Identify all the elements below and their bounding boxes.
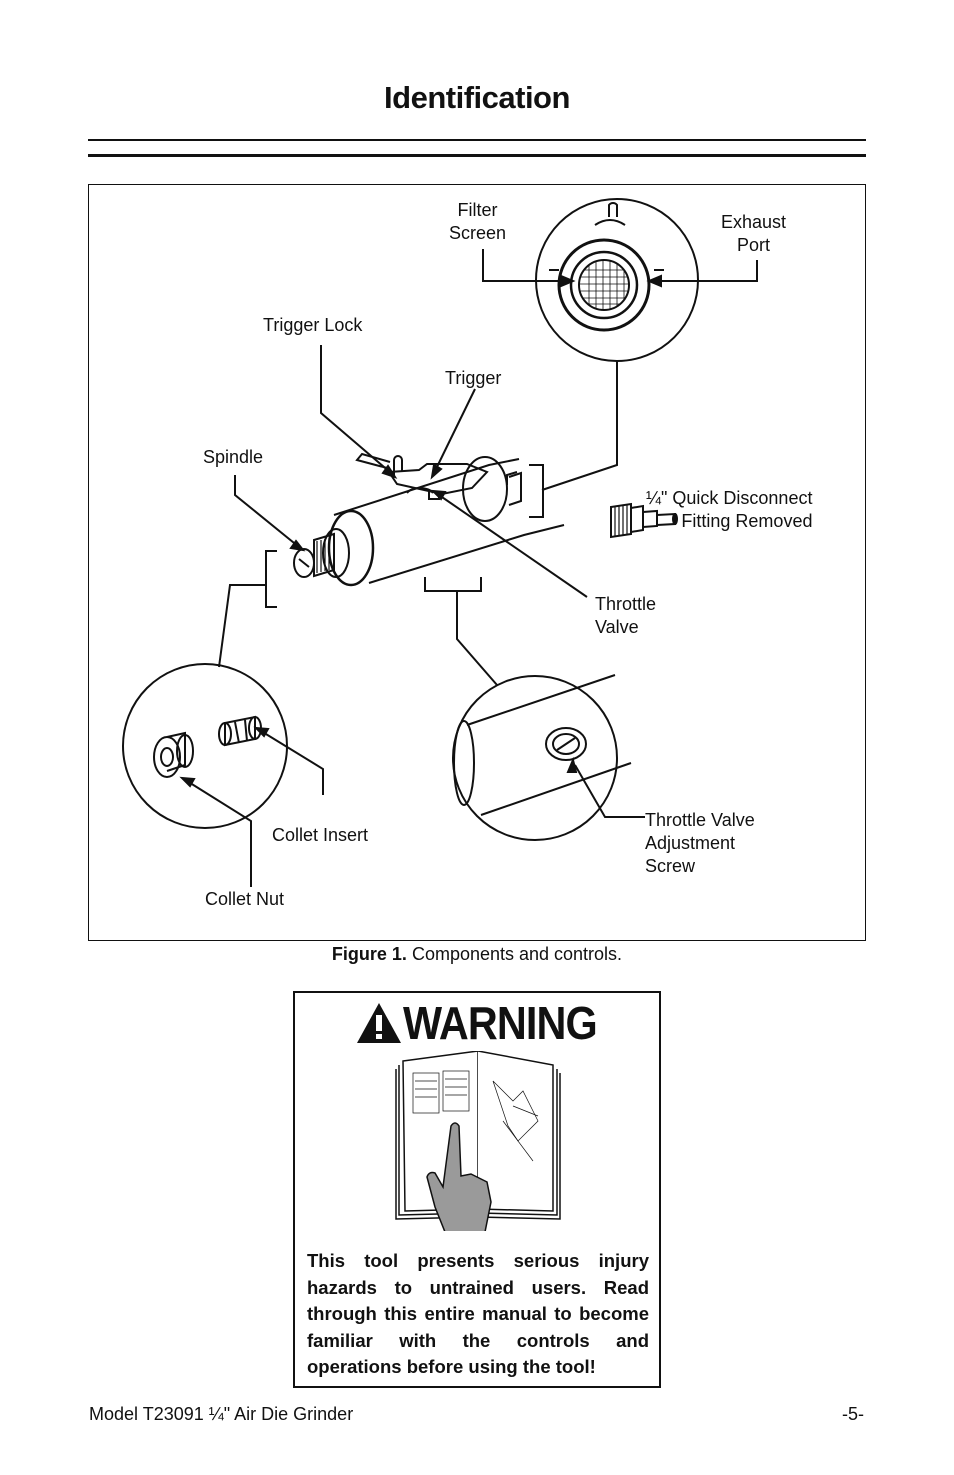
exhaust-port-leader <box>657 260 758 282</box>
title-rule-bottom <box>88 154 866 157</box>
exclamation-triangle-icon <box>357 1003 401 1043</box>
warning-box: WARNING This tool presents serious injur… <box>293 991 661 1388</box>
quick-disconnect-fitting <box>610 502 678 539</box>
manual-reading-hand-icon <box>395 1051 561 1231</box>
page-title: Identification <box>384 80 570 115</box>
throttle-adjust-leader <box>574 764 645 818</box>
filter-screen-leader <box>482 249 573 282</box>
collet-nut-leader <box>186 780 252 887</box>
label-throttle-valve: Throttle Valve <box>595 594 657 637</box>
caption-label: Figure 1. <box>331 944 407 964</box>
label-throttle-adjust: Throttle Valve Adjustment Screw <box>645 810 755 876</box>
label-spindle: Spindle <box>203 447 264 467</box>
footer-model: Model T23091 ¼" Air Die Grinder <box>89 1404 354 1424</box>
collet-insert-leader <box>260 730 324 795</box>
trigger-leader <box>434 388 476 472</box>
die-grinder-diagram <box>122 198 758 887</box>
filter-screen-arrow <box>560 274 576 288</box>
label-collet-nut: Collet Nut <box>205 889 285 909</box>
spindle-leader <box>234 475 300 548</box>
caption-text: Components and controls. <box>406 944 623 964</box>
label-filter-screen: Filter Screen <box>449 200 507 243</box>
label-trigger-lock: Trigger Lock <box>263 315 363 335</box>
title-rule-top <box>88 139 866 141</box>
footer-page-number: -5- <box>842 1404 864 1424</box>
exhaust-port-arrow <box>646 274 662 288</box>
warning-text: This tool presents serious injury hazard… <box>307 1250 649 1377</box>
label-quick-disconnect: ¼" Quick Disconnect Fitting Removed <box>646 488 813 531</box>
throttle-screw-detail-circle <box>452 674 632 841</box>
label-collet-insert: Collet Insert <box>272 825 369 845</box>
warning-header: WARNING <box>355 997 618 1049</box>
trigger-lock-leader <box>320 345 392 474</box>
figure-caption: Figure 1. Components and controls. <box>0 944 954 965</box>
collet-detail-circle <box>122 663 288 829</box>
figure-1-components: Filter Screen Exhaust Port Trigger Lock … <box>88 184 866 941</box>
label-trigger: Trigger <box>445 368 502 388</box>
warning-heading: WARNING <box>403 997 598 1049</box>
throttle-valve-leader <box>438 494 588 598</box>
air-die-grinder <box>293 452 565 587</box>
label-exhaust-port: Exhaust Port <box>721 212 787 255</box>
